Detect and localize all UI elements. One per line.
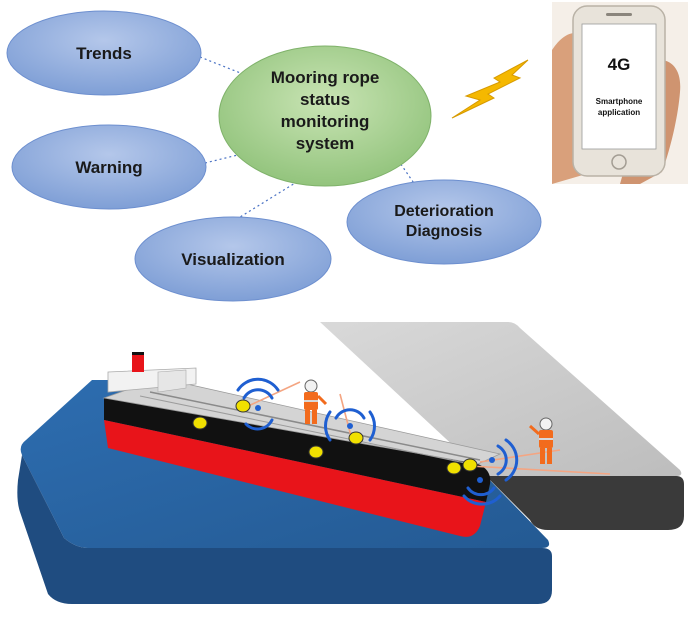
bubble-warning-label: Warning [75,158,142,177]
bubble-diagnosis-line-1: Deterioration [394,203,494,220]
pier [320,322,684,530]
phone-app-line-2: application [598,108,640,117]
ship-deck-pipe [149,391,481,461]
smartphone: 4G Smartphone application [552,2,688,184]
bubble-diagnosis: Deterioration Diagnosis [346,179,542,265]
ship-funnel [132,354,144,372]
pier-side [486,476,684,530]
pier-top [320,322,682,476]
bubble-center-line-4: system [296,134,355,153]
mooring-line-3 [469,465,611,475]
wifi-signal-icons [236,377,519,506]
wifi-icon-3 [489,438,519,482]
bubble-center: Mooring rope status monitoring system [218,45,432,187]
bubble-visualization-label: Visualization [181,250,285,269]
bubble-trends: Trends [6,10,202,96]
wifi-icon-1 [236,377,280,431]
wifi-icon-2 [323,408,377,442]
ship-bridge-block [157,369,187,393]
phone-speaker [606,13,632,16]
phone-network-label: 4G [608,55,631,74]
phone-app-line-1: Smartphone [596,97,643,106]
winch-5 [446,461,462,475]
worker-on-pier [529,417,553,464]
winch-6 [462,458,478,472]
bubble-warning: Warning [11,124,207,210]
bubble-center-line-1: Mooring rope [271,68,380,87]
bubble-trends-label: Trends [76,44,132,63]
ship-hull-red [104,420,486,537]
winch-1 [192,416,208,430]
worker-on-ship [304,379,328,424]
phone-home-button [611,154,627,170]
ship-deck-pipe-2 [139,395,471,465]
mooring-line-1 [243,381,301,409]
mooring-line-2 [339,393,353,441]
winch-3 [308,445,324,459]
winch-4 [348,431,364,445]
connector-visualization [231,179,301,223]
winch-2 [235,399,251,413]
sea-side [17,455,553,604]
wifi-icon-4 [462,477,502,506]
bubble-center-line-2: status [300,90,350,109]
phone-screen [581,23,657,150]
ship-funnel-top [132,352,144,355]
winches [192,399,478,475]
connector-diagnosis [397,159,421,193]
connector-trends [199,56,249,77]
bubble-center-line-3: monitoring [281,112,370,131]
lightning-bolt-icon [451,59,529,119]
bubble-diagnosis-line-2: Diagnosis [406,223,483,240]
connector-lines [199,56,421,223]
bubble-visualization: Visualization [134,216,332,302]
